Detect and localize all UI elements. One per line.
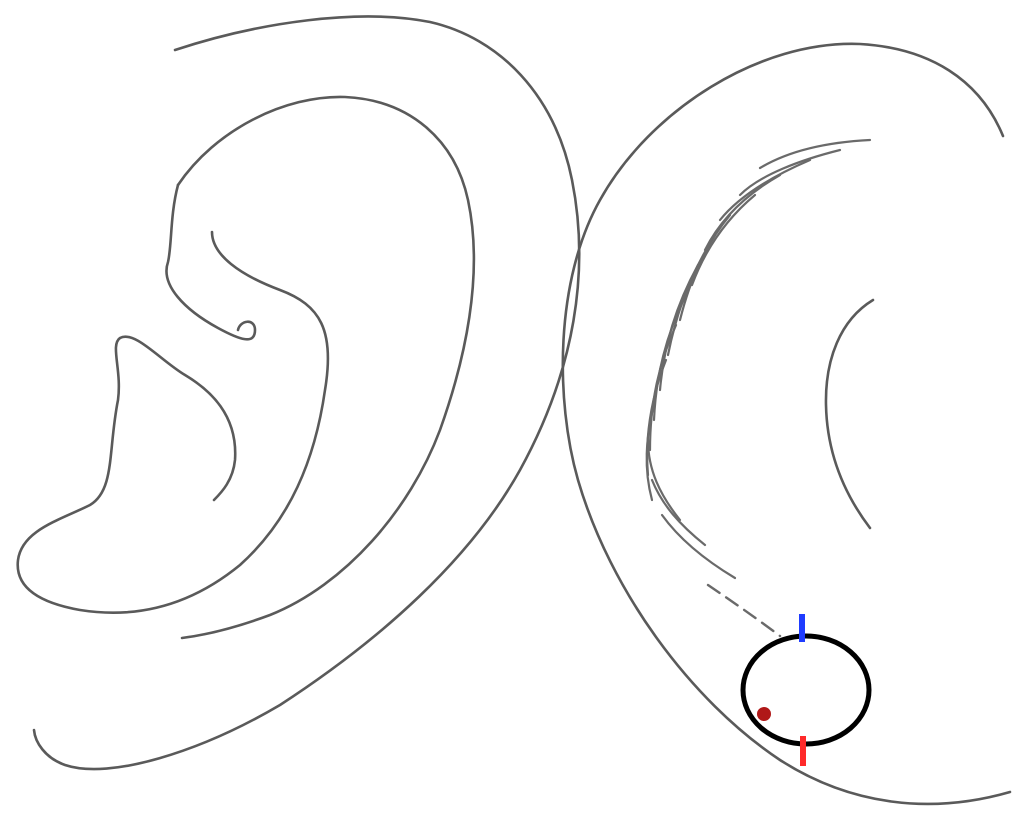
marker-dot bbox=[757, 707, 771, 721]
